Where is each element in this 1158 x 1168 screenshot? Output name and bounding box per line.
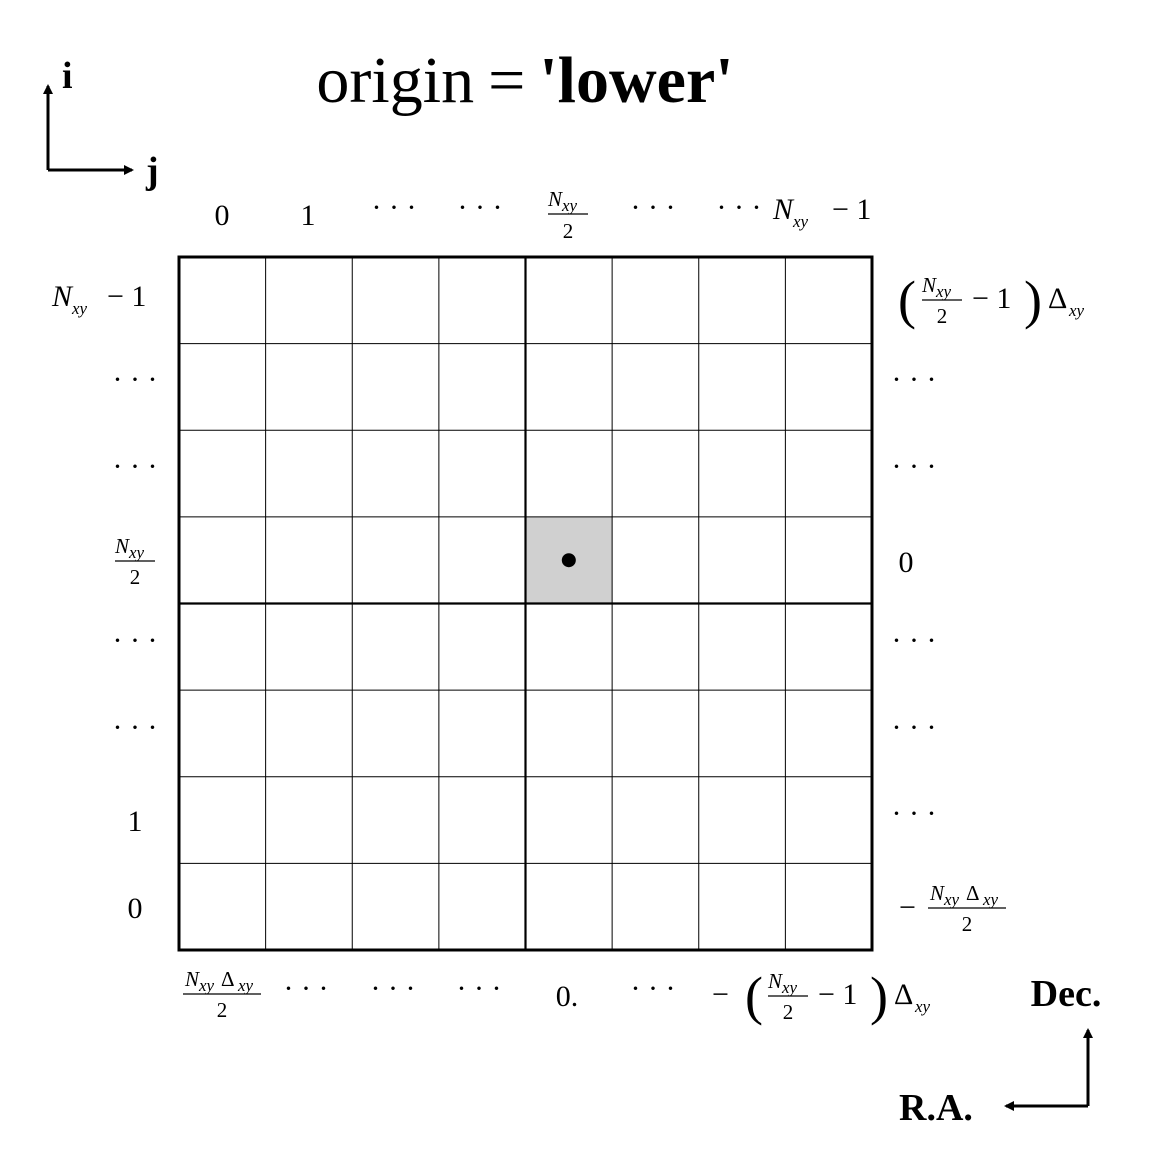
ra-axis-label: R.A. <box>899 1087 973 1129</box>
left-label-dots-2: · · · <box>113 450 158 483</box>
right-top-lparen: ( <box>898 270 916 330</box>
left-last-N: N <box>51 280 74 313</box>
right-bottom-numerator-N: N <box>929 881 945 905</box>
top-column-labels: 0 1 · · · · · · N xy 2 · · · · · · N xy … <box>215 187 872 243</box>
right-label-dots-3: · · · <box>892 624 937 657</box>
right-top-numerator-sub: xy <box>935 282 952 301</box>
top-last-minus-one: − 1 <box>832 193 871 226</box>
diagram-title: origin='lower' <box>316 44 733 117</box>
bottom-first-denominator: 2 <box>217 998 228 1022</box>
bottom-label-first: N xy Δ xy 2 <box>183 967 261 1022</box>
bottom-label-zero: 0. <box>556 980 579 1013</box>
right-bottom-numerator-delta: Δ <box>966 881 980 905</box>
bottom-ra-labels: N xy Δ xy 2 · · · · · · · · · 0. · · · −… <box>183 966 931 1026</box>
bottom-first-numerator-delta: Δ <box>221 967 235 991</box>
bottom-first-numerator-sub2: xy <box>237 976 254 995</box>
left-label-dots-4: · · · <box>113 711 158 744</box>
right-bottom-numerator-sub2: xy <box>982 890 999 909</box>
right-top-rparen: ) <box>1024 270 1042 330</box>
top-half-numerator-sub: xy <box>561 196 578 215</box>
right-dec-labels: ( N xy 2 − 1 ) Δ xy · · · · · · 0 · · · … <box>892 270 1085 936</box>
left-last-sub: xy <box>71 299 88 318</box>
bottom-label-last: − ( N xy 2 − 1 ) Δ xy <box>712 966 931 1026</box>
left-half-numerator-sub: xy <box>128 543 145 562</box>
top-last-sub: xy <box>792 212 809 231</box>
left-label-0: 0 <box>128 892 143 925</box>
pixel-grid <box>177 255 874 952</box>
bottom-last-minus: − <box>712 978 729 1011</box>
top-last-N: N <box>772 193 795 226</box>
top-label-half: N xy 2 <box>547 187 588 243</box>
top-half-denominator: 2 <box>563 219 574 243</box>
bottom-first-numerator-N: N <box>184 967 200 991</box>
phase-center-dot <box>561 553 576 568</box>
top-label-last: N xy − 1 <box>772 193 871 231</box>
right-label-top: ( N xy 2 − 1 ) Δ xy <box>898 270 1085 330</box>
bottom-last-rparen: ) <box>870 966 888 1026</box>
i-axis-label: i <box>62 55 73 97</box>
top-label-dots-4: · · · <box>717 191 762 224</box>
right-bottom-denominator: 2 <box>962 912 973 936</box>
top-half-numerator: N <box>547 187 563 211</box>
bottom-last-delta-sub: xy <box>914 997 931 1016</box>
top-label-dots-3: · · · <box>631 191 676 224</box>
title-value: 'lower' <box>539 44 733 117</box>
bottom-label-dots-4: · · · <box>631 972 676 1005</box>
bottom-last-delta: Δ <box>894 978 913 1011</box>
top-label-dots-2: · · · <box>458 191 503 224</box>
right-label-dots-5: · · · <box>892 797 937 830</box>
bottom-last-numerator: N <box>767 969 783 993</box>
right-bottom-numerator-sub1: xy <box>943 890 960 909</box>
right-top-delta: Δ <box>1048 282 1067 315</box>
left-row-labels: N xy − 1 · · · · · · N xy 2 · · · · · · … <box>51 280 158 925</box>
top-label-1: 1 <box>301 199 316 232</box>
bottom-last-numerator-sub: xy <box>781 978 798 997</box>
dec-axis-label: Dec. <box>1031 973 1102 1015</box>
bottom-first-numerator-sub1: xy <box>198 976 215 995</box>
right-label-bottom: − N xy Δ xy 2 <box>899 881 1006 936</box>
right-top-denominator: 2 <box>937 304 948 328</box>
right-top-minus-one: − 1 <box>972 282 1011 315</box>
top-label-dots-1: · · · <box>372 191 417 224</box>
bottom-last-lparen: ( <box>745 966 763 1026</box>
grid-border <box>177 255 874 952</box>
bottom-label-dots-3: · · · <box>457 972 502 1005</box>
left-half-numerator: N <box>114 534 130 558</box>
left-label-1: 1 <box>128 805 143 838</box>
right-label-dots-1: · · · <box>892 363 937 396</box>
bottom-last-minus-one: − 1 <box>818 978 857 1011</box>
right-bottom-minus: − <box>899 891 916 924</box>
left-label-dots-1: · · · <box>113 363 158 396</box>
j-axis-label: j <box>145 150 159 192</box>
left-label-last: N xy − 1 <box>51 280 146 318</box>
title-prefix: origin <box>316 44 474 117</box>
index-axes: i j <box>43 55 159 192</box>
title-equals: = <box>488 44 525 117</box>
bottom-last-denominator: 2 <box>783 1000 794 1024</box>
bottom-label-dots-2: · · · <box>371 972 416 1005</box>
right-label-zero: 0 <box>899 546 914 579</box>
right-top-numerator: N <box>921 273 937 297</box>
sky-axes: Dec. R.A. <box>899 973 1101 1129</box>
left-label-dots-3: · · · <box>113 624 158 657</box>
left-last-minus-one: − 1 <box>107 280 146 313</box>
right-top-delta-sub: xy <box>1068 301 1085 320</box>
left-half-denominator: 2 <box>130 565 141 589</box>
right-label-dots-2: · · · <box>892 450 937 483</box>
right-label-dots-4: · · · <box>892 711 937 744</box>
bottom-label-dots-1: · · · <box>284 972 329 1005</box>
top-label-0: 0 <box>215 199 230 232</box>
left-label-half: N xy 2 <box>114 534 155 589</box>
